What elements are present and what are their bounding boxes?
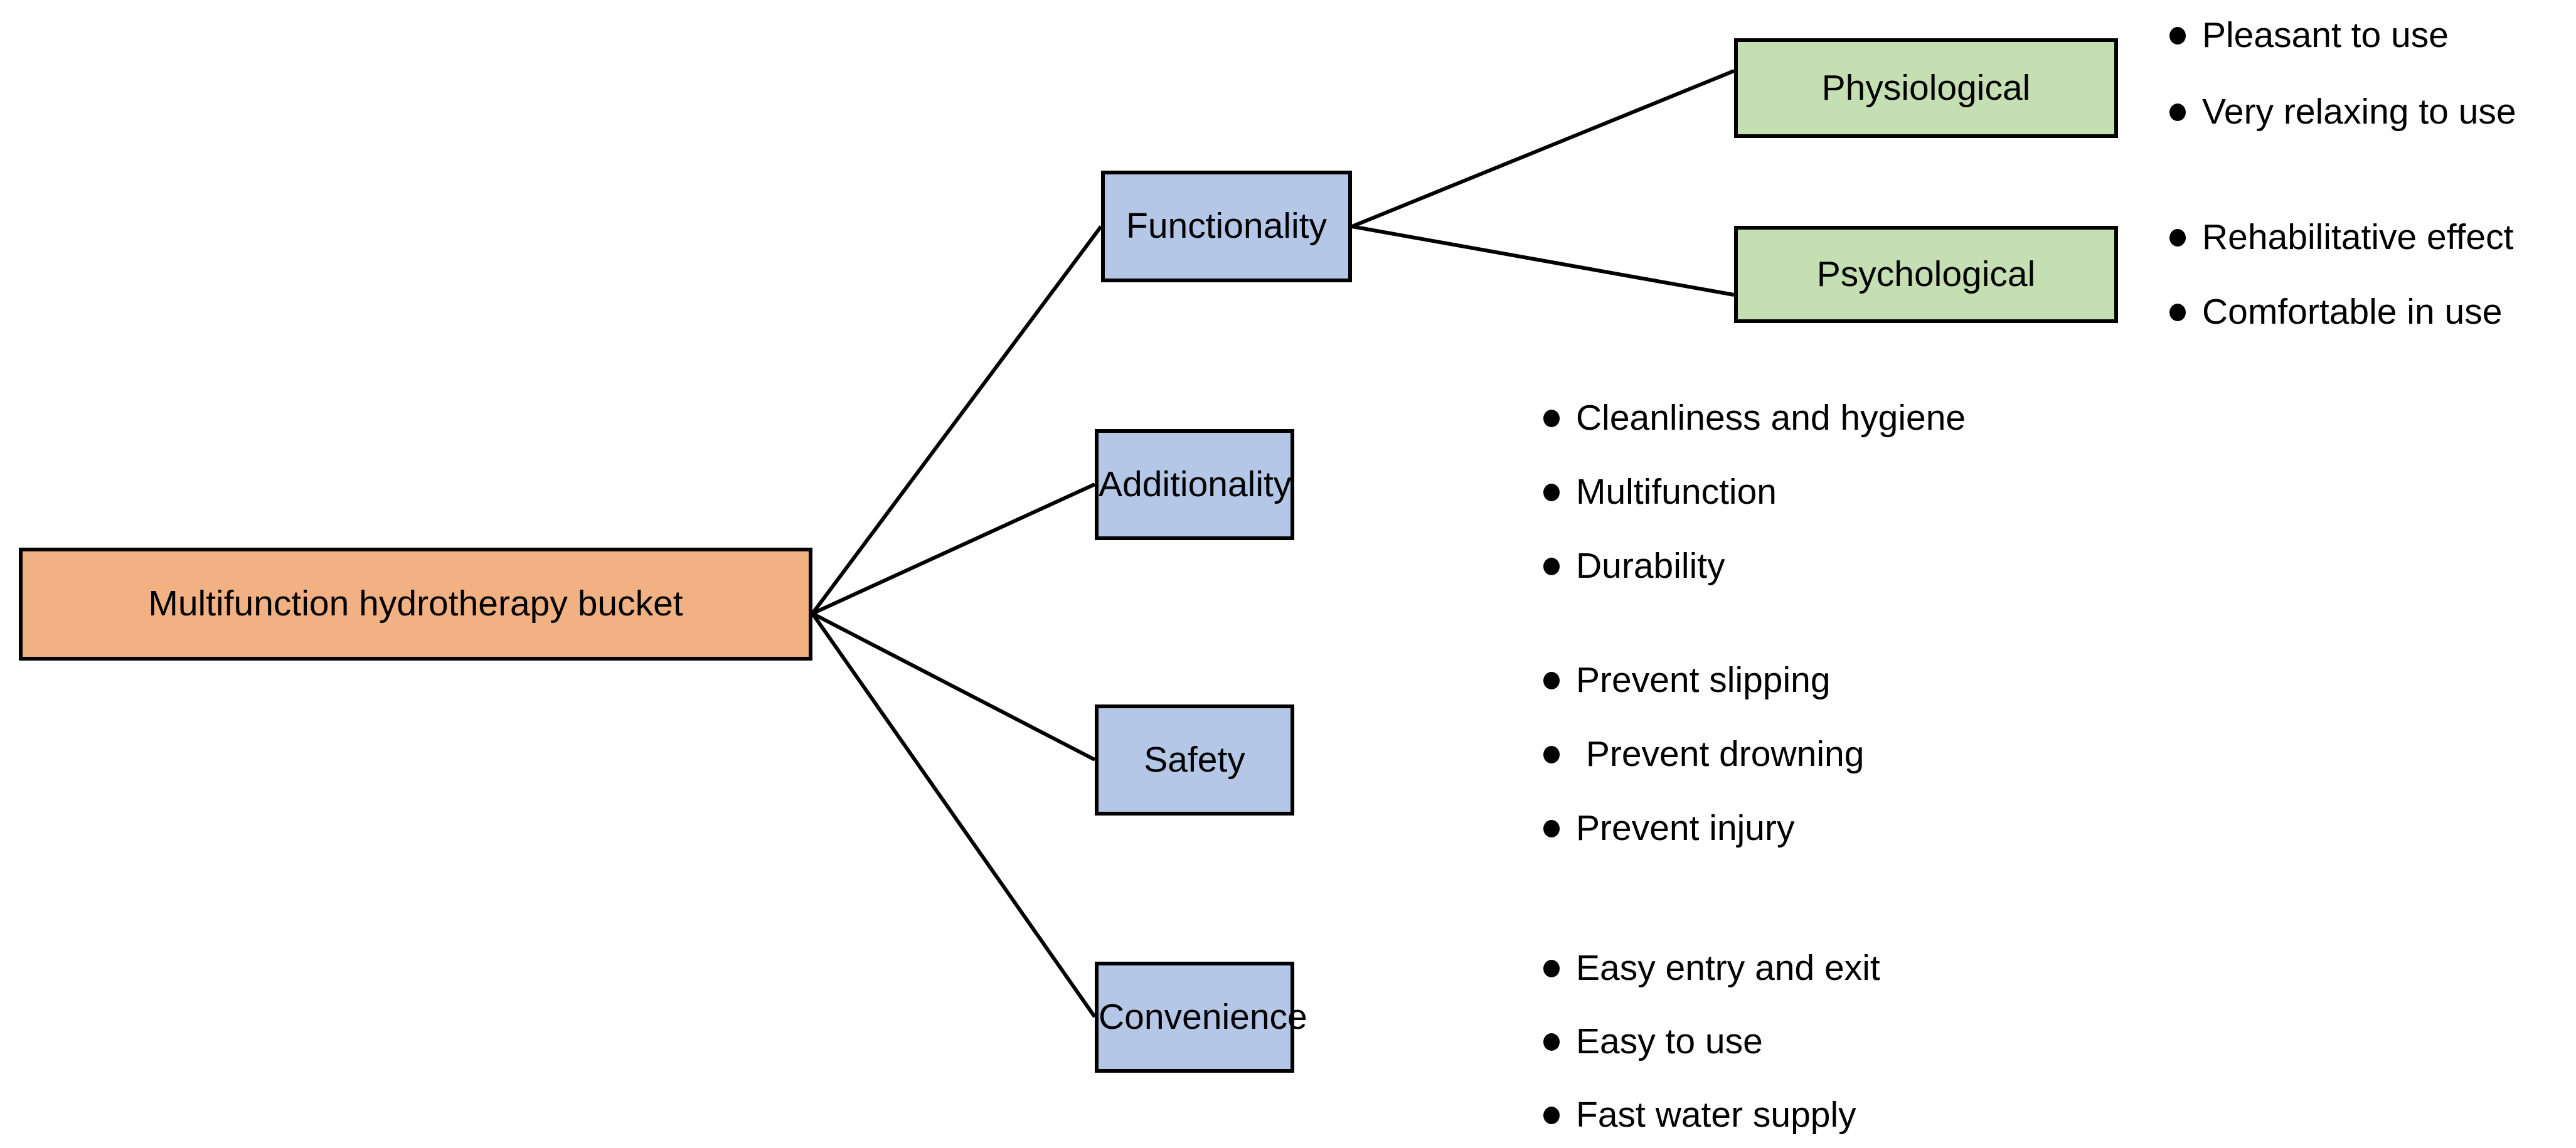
list-item-label: Easy entry and exit	[1576, 948, 1880, 988]
bullet-dot-icon	[1543, 409, 1560, 427]
bullet-list-convenience: Easy entry and exit Easy to use Fast wat…	[1543, 950, 1880, 1148]
bullet-dot-icon	[1543, 1033, 1560, 1051]
list-item-label: Easy to use	[1576, 1021, 1763, 1061]
bullet-list-safety: Prevent slipping Prevent drowning Preven…	[1543, 662, 1864, 885]
list-item-label: Prevent slipping	[1576, 660, 1831, 700]
node-root-label: Multifunction hydrotherapy bucket	[148, 583, 683, 624]
list-item: Comfortable in use	[2169, 294, 2513, 330]
list-item-label: Prevent drowning	[1576, 734, 1865, 774]
node-additionality-label: Additionality	[1099, 464, 1292, 504]
node-physiological[interactable]: Physiological	[1734, 38, 2118, 138]
bullet-dot-icon	[1543, 483, 1560, 501]
edge-root-safety	[811, 612, 1096, 762]
list-item-label: Very relaxing to use	[2202, 92, 2516, 132]
bullet-dot-icon	[2169, 26, 2186, 45]
bullet-dot-icon	[1543, 745, 1560, 763]
list-item: Fast water supply	[1543, 1097, 1880, 1133]
list-item-label: Multifunction	[1576, 472, 1777, 512]
bullet-dot-icon	[1543, 671, 1560, 689]
list-item-label: Cleanliness and hygiene	[1576, 398, 1966, 438]
bullet-dot-icon	[1543, 959, 1560, 977]
list-item: Very relaxing to use	[2169, 94, 2516, 130]
list-item-label: Prevent injury	[1576, 808, 1795, 848]
edge-functionality-physiological	[1351, 69, 1735, 228]
list-item-label: Durability	[1576, 546, 1725, 586]
list-item: Pleasant to use	[2169, 18, 2516, 53]
edge-root-functionality	[811, 225, 1103, 615]
list-item: Rehabilitative effect	[2169, 220, 2513, 255]
node-root[interactable]: Multifunction hydrotherapy bucket	[19, 548, 812, 661]
bullet-list-physiological: Pleasant to use Very relaxing to use	[2169, 18, 2516, 171]
node-additionality[interactable]: Additionality	[1095, 429, 1294, 540]
list-item: Prevent injury	[1543, 811, 1864, 846]
list-item: Easy entry and exit	[1543, 950, 1880, 986]
bullet-dot-icon	[2169, 303, 2186, 321]
bullet-dot-icon	[2169, 228, 2186, 247]
list-item: Prevent slipping	[1543, 662, 1864, 698]
list-item-label: Rehabilitative effect	[2202, 217, 2514, 257]
node-safety[interactable]: Safety	[1095, 704, 1294, 816]
list-item: Multifunction	[1543, 474, 1966, 510]
list-item-label: Fast water supply	[1576, 1095, 1856, 1135]
node-safety-label: Safety	[1144, 739, 1245, 780]
bullet-list-additionality: Cleanliness and hygiene Multifunction Du…	[1543, 400, 1966, 622]
list-item: Cleanliness and hygiene	[1543, 400, 1966, 436]
node-psychological-label: Psychological	[1816, 253, 2036, 294]
bullet-dot-icon	[2169, 103, 2186, 121]
edge-functionality-psychological	[1351, 225, 1735, 297]
node-convenience[interactable]: Convenience	[1095, 962, 1307, 1073]
node-functionality[interactable]: Functionality	[1101, 171, 1352, 282]
node-psychological[interactable]: Psychological	[1734, 226, 2118, 323]
node-physiological-label: Physiological	[1821, 67, 2031, 108]
list-item: Prevent drowning	[1543, 736, 1864, 772]
list-item-label: Comfortable in use	[2202, 292, 2503, 332]
bullet-dot-icon	[1543, 557, 1560, 575]
bullet-dot-icon	[1543, 819, 1560, 837]
list-item: Easy to use	[1543, 1024, 1880, 1060]
bullet-dot-icon	[1543, 1106, 1560, 1124]
list-item: Durability	[1543, 548, 1966, 584]
list-item-label: Pleasant to use	[2202, 15, 2449, 55]
bullet-list-psychological: Rehabilitative effect Comfortable in use	[2169, 220, 2513, 369]
node-functionality-label: Functionality	[1126, 206, 1327, 247]
node-convenience-label: Convenience	[1099, 996, 1307, 1037]
edge-root-additionality	[811, 482, 1096, 615]
edge-root-convenience	[811, 612, 1097, 1018]
